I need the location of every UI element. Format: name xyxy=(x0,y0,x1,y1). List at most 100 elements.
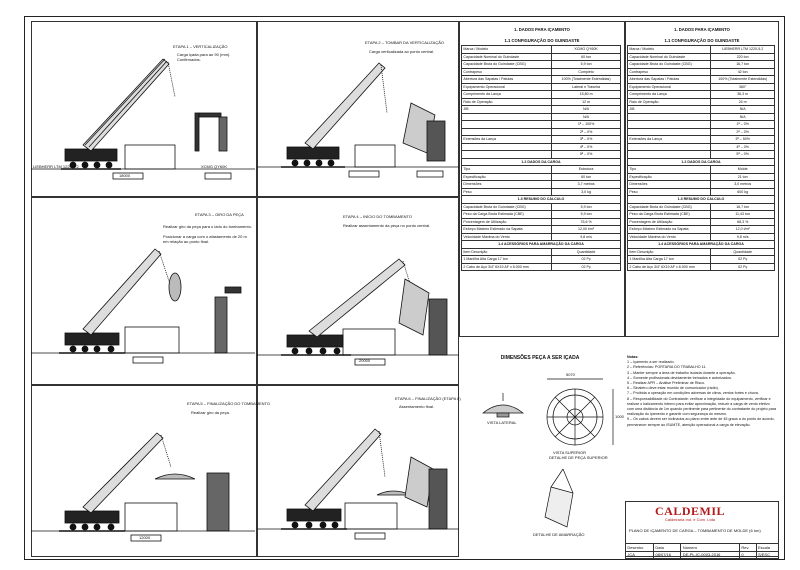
table-row: 2ª – 0% xyxy=(626,127,775,136)
cell-value: 9,8 m/s xyxy=(710,232,775,241)
section-header: 1.3 RESUMO DO CÁLCULO xyxy=(627,195,775,204)
cell-value: Molde xyxy=(710,165,775,174)
cell-label: Raio de Operação xyxy=(626,97,712,106)
crane-1 xyxy=(31,58,255,180)
left-sec1: 1.1 CONFIGURAÇÃO DO GUINDASTE xyxy=(504,38,580,43)
cell-label: Tipo xyxy=(460,165,553,174)
table-row: 5ª – 0% xyxy=(626,150,775,159)
crane-stage-drawings xyxy=(31,58,459,542)
cell-label: 2 Cabo de Aço 3/4” 6X19 AF x 6.000 mm xyxy=(460,262,553,271)
cell-value: 5ª – 0% xyxy=(710,150,775,159)
cell-label xyxy=(460,150,553,159)
title-field-value: JCA xyxy=(624,550,655,559)
cell-label: JIB xyxy=(626,105,712,114)
cell-label: Abertura das Sapatas / Patolas xyxy=(626,75,712,84)
cell-value: 1ª – 0% xyxy=(710,120,775,129)
cell-label: Capacidade Nominal do Guindaste xyxy=(626,52,712,61)
cell-label: 1.3 RESUMO DO CÁLCULO xyxy=(627,195,775,204)
cell-label xyxy=(460,112,553,121)
stage-6-note: Assentamento final. xyxy=(399,404,435,409)
title-field-value: 0 xyxy=(739,550,757,559)
cell-label: 1.2 DADOS DA CARGA xyxy=(461,157,621,166)
cell-label xyxy=(626,142,712,151)
crane-5 xyxy=(31,432,255,542)
crane-ref-label-2: XCMG QY60K xyxy=(201,164,228,169)
stage-panel-1 xyxy=(31,21,257,197)
note-line: 4 – Somente profissionais devidamente tr… xyxy=(627,375,732,380)
cell-value: 1ª – 100% xyxy=(551,120,621,129)
cell-value: 100% (Totalmente Estendidas) xyxy=(551,75,621,84)
cell-value: N/A xyxy=(710,105,775,114)
cell-label: 1 Manilha Alta Carga 17 ton xyxy=(626,255,712,264)
cell-value: 5,9 ton xyxy=(551,202,621,211)
note-line: 8 – Responsabilidade do Contratante: ver… xyxy=(627,396,777,417)
cell-label: Capacidade Bruta do Guindaste (CBG) xyxy=(626,60,712,69)
table-row: 1ª – 100% xyxy=(460,120,621,129)
right-table-title: 1. DADOS PARA IÇAMENTO xyxy=(674,27,730,32)
stage-6-title: ETAPA 6 – FINALIZAÇÃO (ETAPA 6) xyxy=(395,396,461,401)
table-row: 1ª – 0% xyxy=(626,120,775,129)
cell-label: 1.3 RESUMO DO CÁLCULO xyxy=(461,195,621,204)
cell-label: Dimensões xyxy=(460,180,553,189)
cell-value: 16,7 ton xyxy=(710,60,775,69)
cell-value: 02 Pç xyxy=(551,255,621,264)
table-row: Capacidade Bruta do Guindaste (CBG)5,9 t… xyxy=(460,60,621,69)
cell-value: 220 ton xyxy=(710,52,775,61)
crane-4 xyxy=(257,258,459,366)
cell-label: Peso xyxy=(460,187,553,196)
stage-5-note: Realizar giro da peça. xyxy=(191,410,230,415)
cell-value: 12,00 t/m² xyxy=(551,225,621,234)
stage-2-title: ETAPA 2 – TOMBAR DA VERTICALIZAÇÃO xyxy=(365,40,444,45)
cell-value: 2ª – 0% xyxy=(551,127,621,136)
cell-label: Raio de Operação xyxy=(460,97,553,106)
cell-value: 5ª – 0% xyxy=(551,150,621,159)
cell-value: 60 ton xyxy=(551,52,621,61)
cell-value: 24 m xyxy=(710,97,775,106)
dist-label-1: 18000 xyxy=(119,173,131,178)
table-row: 2ª – 0% xyxy=(460,127,621,136)
notes-block: Notas: 1 – Içamento a ser realizado.2 – … xyxy=(627,355,777,428)
dist-label-2: 20000 xyxy=(359,358,371,363)
cell-value: N/A xyxy=(551,112,621,121)
cell-value: Quantidade xyxy=(710,247,775,256)
cell-label: Contrapeso xyxy=(460,67,553,76)
table-row: 4ª – 0% xyxy=(626,142,775,151)
cell-label: Peso da Carga Bruta Estimada (CBE) xyxy=(626,210,712,219)
table-row: N/A xyxy=(460,112,621,121)
brand-subtitle: Caldeiraria Ind. e Com. Ltda xyxy=(665,517,716,522)
note-line: 3 – Manter sempre a área de trabalho iso… xyxy=(627,370,736,375)
title-field-label: Escala xyxy=(755,543,780,552)
cell-label: 1.4 ACESSÓRIOS PARA AMARRAÇÃO DA CARGA xyxy=(627,240,775,249)
cell-label: Peso xyxy=(626,187,712,196)
stage-1-title: ETAPA 1 – VERTICALIZAÇÃO xyxy=(173,44,228,49)
cell-label: Comprimento da Lança xyxy=(460,90,553,99)
title-field-label: Desenho xyxy=(624,543,655,552)
drawing-sheet: ETAPA 1 – VERTICALIZAÇÃO Carga içada par… xyxy=(24,16,785,560)
cell-value: 3ª – 50% xyxy=(710,135,775,144)
title-field-value: S/ESC xyxy=(755,550,780,559)
stage-1-note: Carga içada para ao 90 (mm). xyxy=(177,52,231,57)
cell-value: 5,9 ton xyxy=(551,210,621,219)
cell-value: 42 ton xyxy=(710,67,775,76)
title-field-label: Data xyxy=(653,543,682,552)
left-data-panel xyxy=(459,21,625,337)
note-line: 5 – Realizar APR – Análise Preliminar de… xyxy=(627,381,706,386)
crane-3 xyxy=(31,248,255,364)
cell-label: Marca / Modelo xyxy=(626,45,712,54)
